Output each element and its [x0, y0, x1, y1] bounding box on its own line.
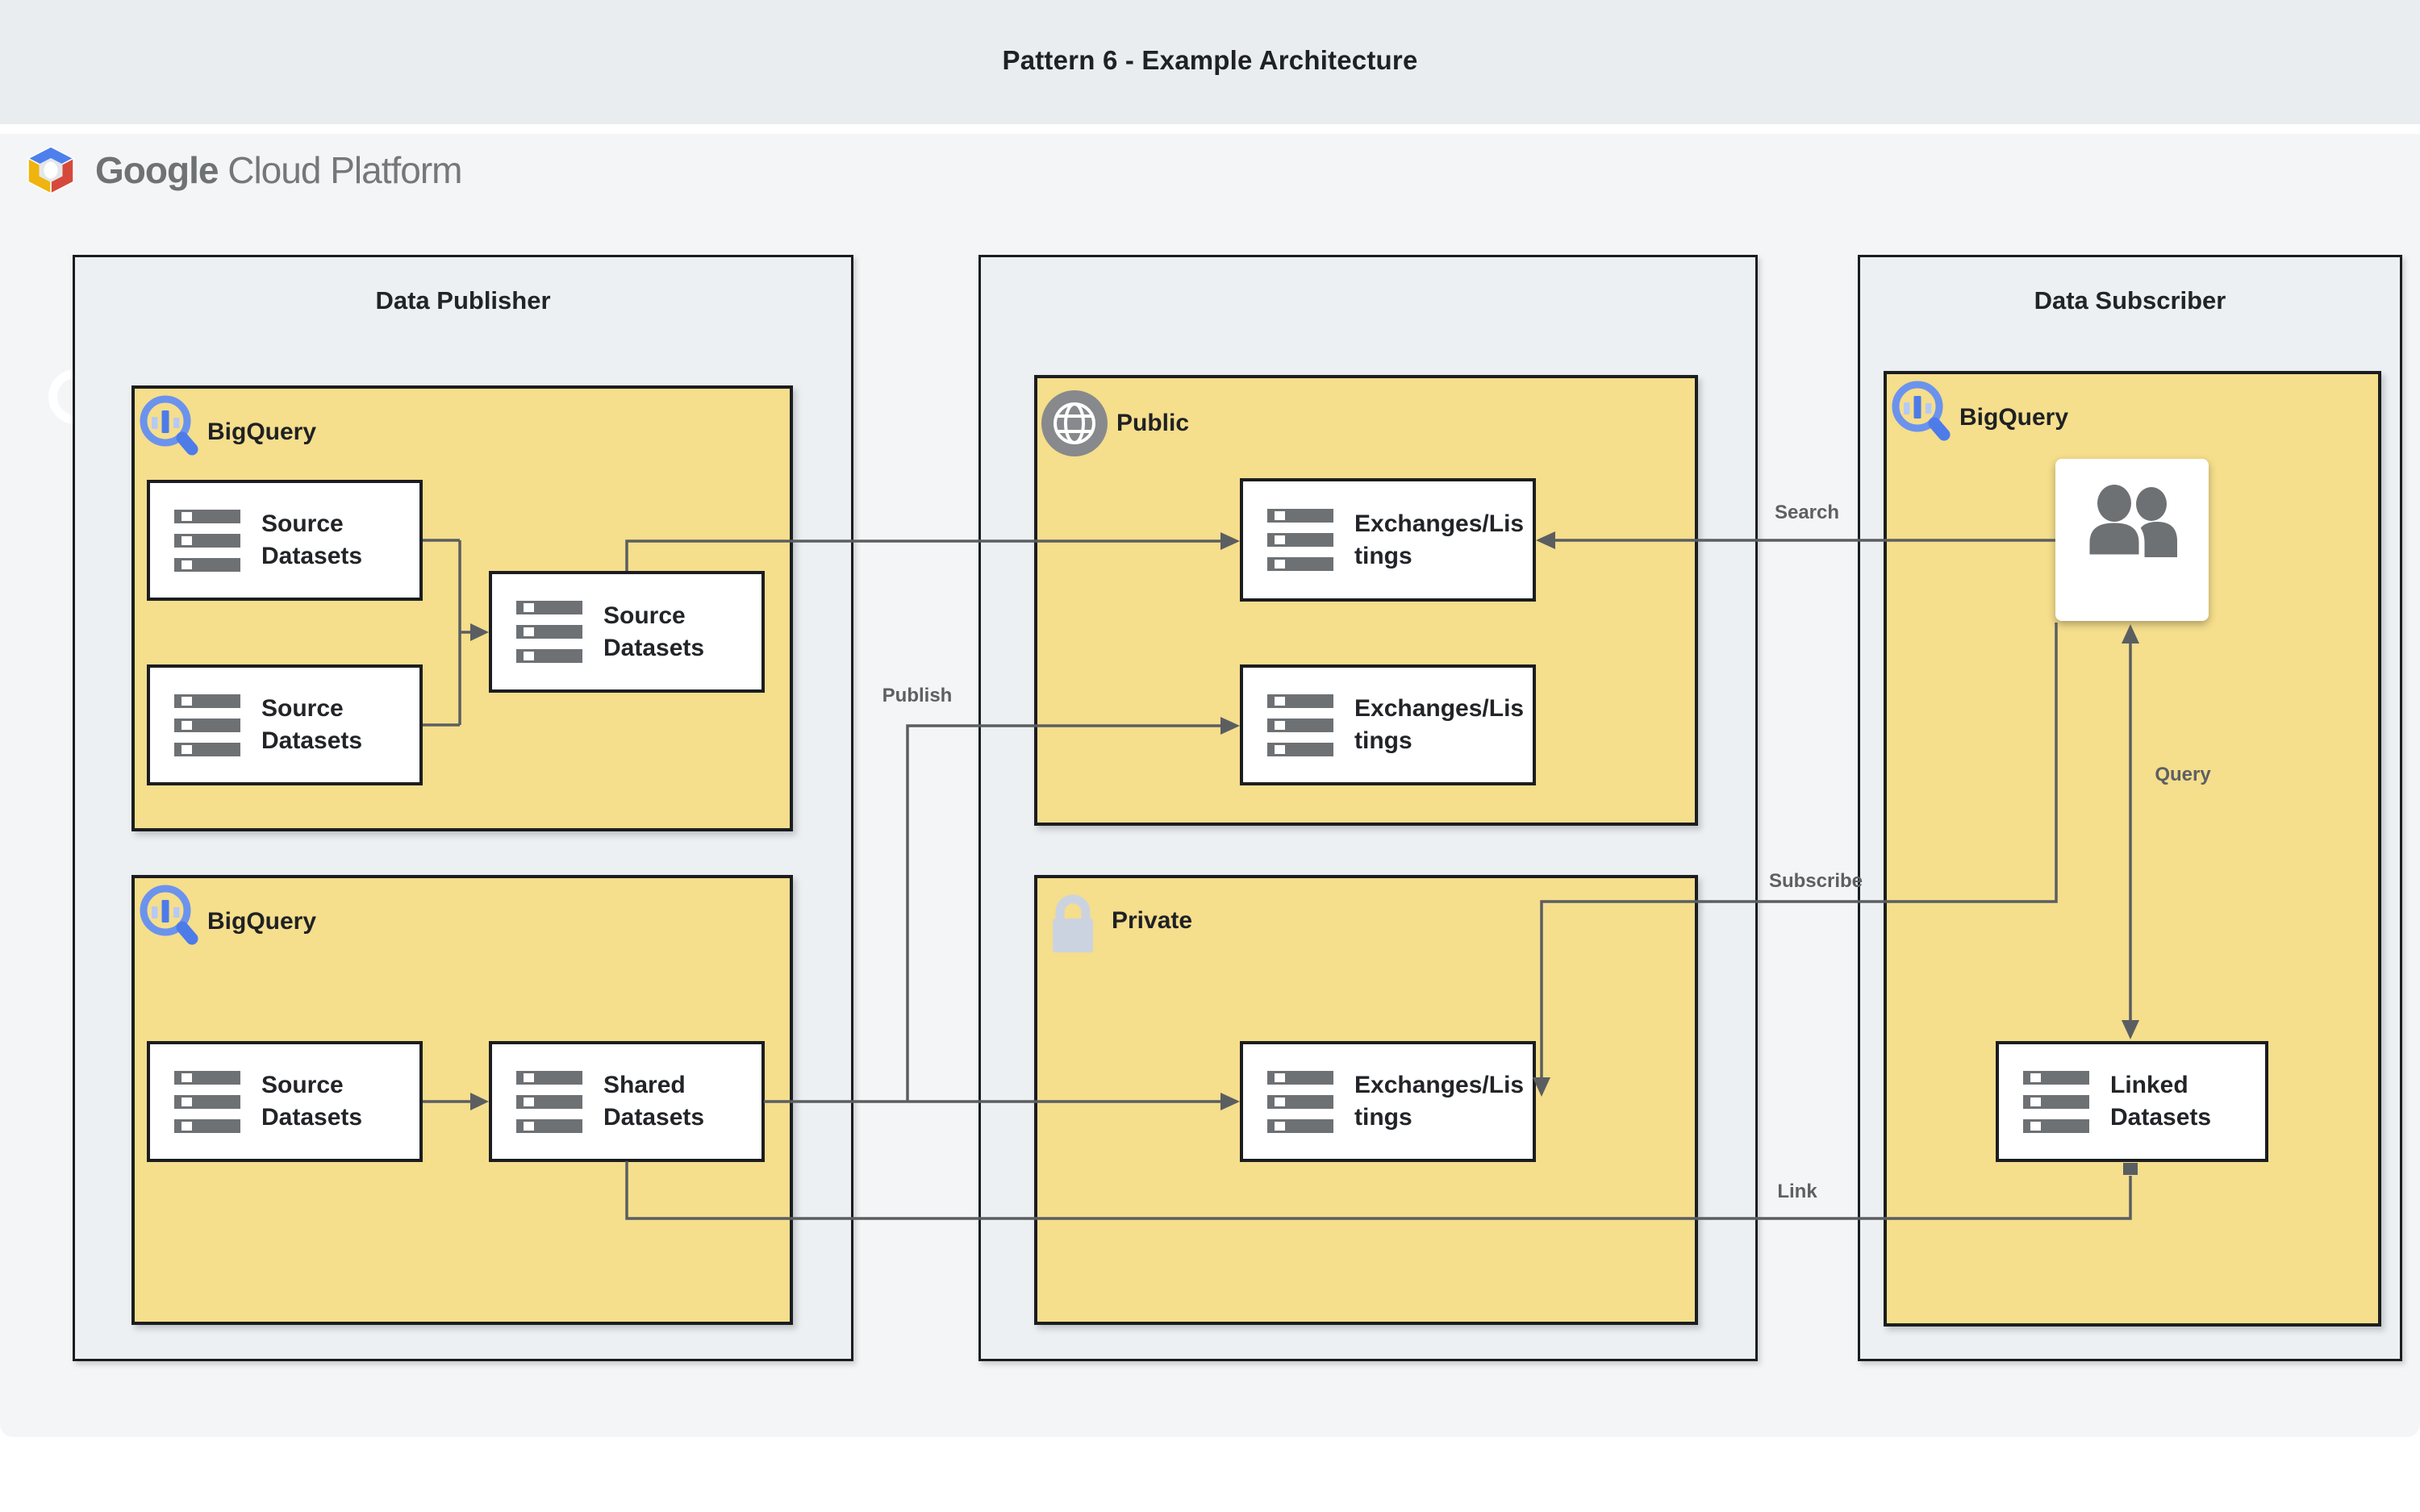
- publisher-bigquery-top-header: BigQuery: [138, 392, 316, 473]
- bigquery-label: BigQuery: [207, 908, 317, 935]
- private-header: Private: [1042, 886, 1192, 956]
- publisher-bigquery-bottom-header: BigQuery: [138, 881, 316, 962]
- node-label: Source Datasets: [261, 1072, 363, 1131]
- label-search: Search: [1774, 502, 1840, 523]
- node-label: Shared Datasets: [603, 1072, 705, 1131]
- label-link: Link: [1777, 1181, 1817, 1202]
- private-label: Private: [1112, 907, 1193, 934]
- gcp-logo-cloud-platform: Cloud Platform: [227, 149, 462, 191]
- node-source-datasets-d: Source Datasets: [147, 1041, 423, 1162]
- subscriber-users-card: [2055, 459, 2209, 621]
- lock-icon: [1053, 894, 1093, 952]
- node-exchanges-listings-1: Exchanges/Listings: [1240, 478, 1536, 602]
- dataset-icon: [1267, 694, 1333, 756]
- node-exchanges-listings-2: Exchanges/Listings: [1240, 664, 1536, 785]
- bigquery-icon: [140, 395, 198, 456]
- dataset-icon: [2023, 1070, 2089, 1133]
- dataset-icon: [516, 1070, 582, 1133]
- node-label: Source Datasets: [261, 695, 363, 754]
- bigquery-icon: [1892, 381, 1951, 441]
- label-subscribe: Subscribe: [1768, 870, 1863, 892]
- dataset-icon: [1267, 1070, 1333, 1133]
- page-title: Pattern 6 - Example Architecture: [1002, 45, 1418, 75]
- users-icon: [2084, 485, 2177, 560]
- node-source-datasets-b: Source Datasets: [147, 664, 423, 785]
- node-label: Exchanges/Listings: [1354, 1072, 1525, 1131]
- bigquery-icon: [140, 885, 198, 945]
- node-label: Source Datasets: [261, 510, 363, 569]
- title-band: [0, 0, 2420, 124]
- gcp-hexagon-icon: [27, 147, 75, 194]
- node-shared-datasets: Shared Datasets: [489, 1041, 765, 1162]
- node-source-datasets-c: Source Datasets: [489, 571, 765, 693]
- node-label: Exchanges/Listings: [1354, 695, 1525, 754]
- node-label: Linked Datasets: [2110, 1072, 2212, 1131]
- dataset-icon: [1267, 509, 1333, 571]
- dataset-icon: [174, 509, 240, 572]
- dataset-icon: [516, 601, 582, 663]
- node-label: Exchanges/Listings: [1354, 510, 1525, 569]
- dataset-icon: [174, 694, 240, 756]
- subscriber-title: Data Subscriber: [2034, 286, 2226, 314]
- node-exchanges-listings-3: Exchanges/Listings: [1240, 1041, 1536, 1162]
- dataset-icon: [174, 1070, 240, 1133]
- gcp-logo-text: Google Cloud Platform: [95, 148, 462, 192]
- public-label: Public: [1116, 410, 1190, 436]
- bigquery-label: BigQuery: [1959, 404, 2069, 431]
- gcp-logo: Google Cloud Platform: [24, 147, 462, 194]
- gcp-logo-google: Google: [95, 149, 219, 191]
- publisher-title: Data Publisher: [375, 286, 551, 314]
- node-label: Source Datasets: [603, 602, 705, 661]
- node-linked-datasets: Linked Datasets: [1996, 1041, 2268, 1162]
- subscriber-bigquery-header: BigQuery: [1890, 377, 2068, 458]
- label-publish: Publish: [882, 685, 953, 706]
- label-query: Query: [2155, 764, 2211, 785]
- bigquery-label: BigQuery: [207, 419, 317, 445]
- globe-icon: [1041, 390, 1108, 456]
- public-header: Public: [1041, 389, 1189, 457]
- node-source-datasets-a: Source Datasets: [147, 480, 423, 601]
